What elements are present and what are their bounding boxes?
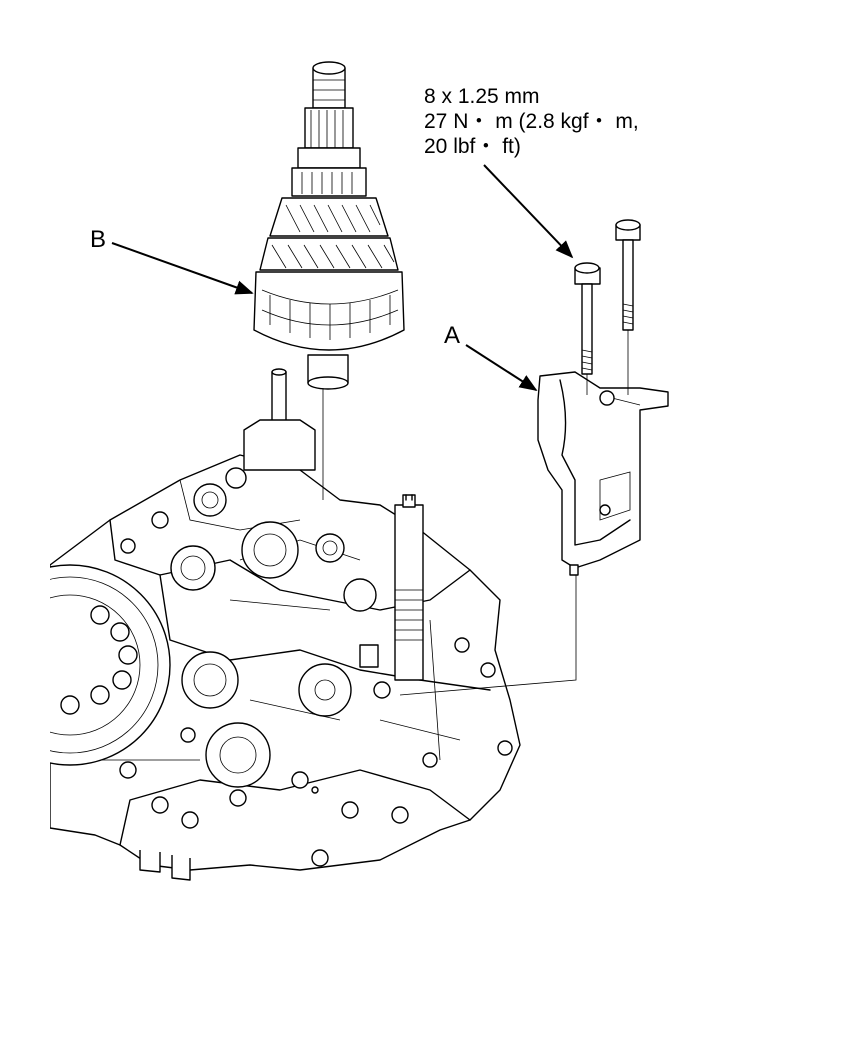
bolt-short (574, 262, 601, 375)
callout-a: A (444, 322, 461, 349)
transmission-housing (0, 368, 521, 881)
torque-imperial-label: 20 lbf・ ft) (424, 135, 521, 158)
bolt-long (615, 219, 641, 331)
mainshaft-assembly (253, 61, 405, 390)
shift-bracket (537, 371, 669, 576)
torque-spec: 8 x 1.25 mm 27 N・ m (2.8 kgf・ m, 20 lbf・… (424, 84, 639, 159)
torque-metric-label: 27 N・ m (2.8 kgf・ m, (424, 110, 639, 133)
bolt-size-label: 8 x 1.25 mm (424, 85, 540, 108)
callout-b: B (90, 226, 107, 253)
